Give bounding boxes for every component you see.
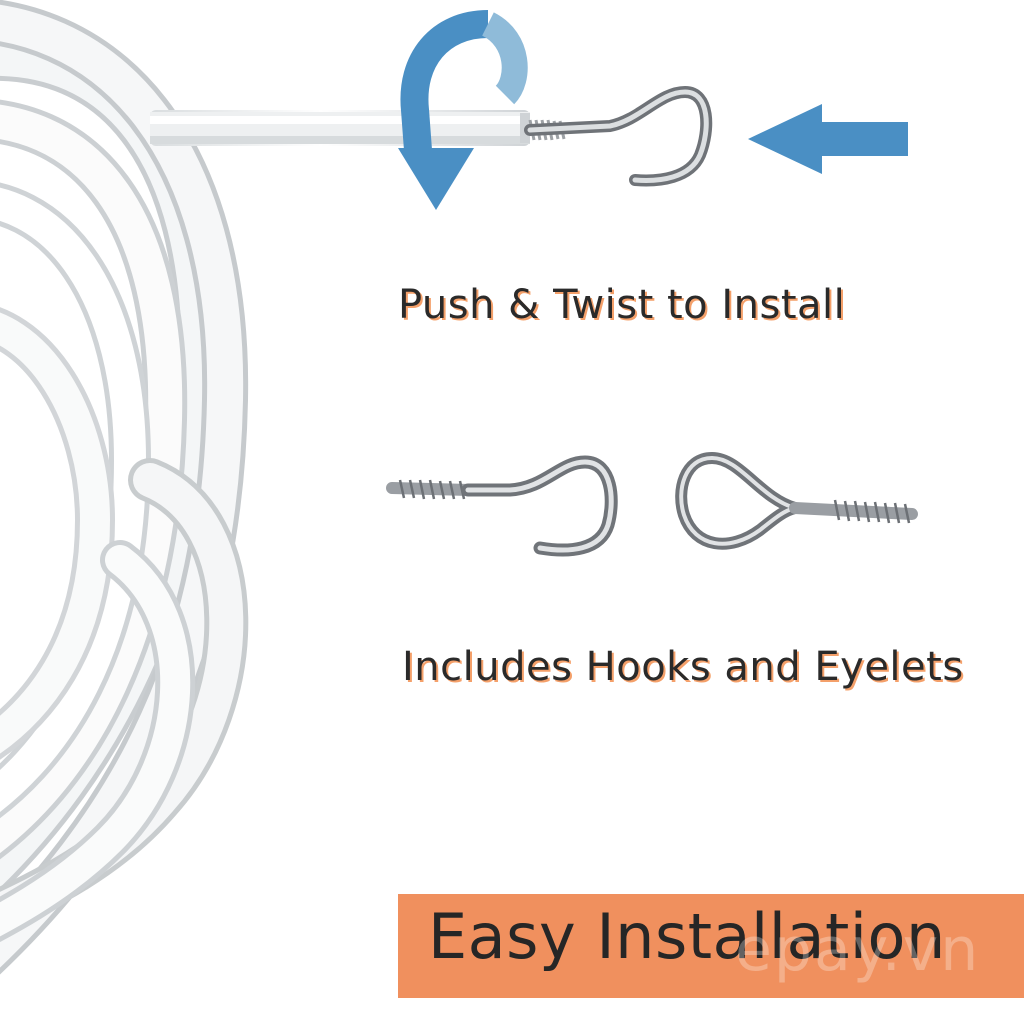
cable-end	[150, 110, 530, 146]
banner-background	[398, 894, 1024, 998]
left-arrow-icon	[748, 104, 908, 174]
banner-title: Easy Installation	[428, 900, 946, 973]
install-caption: Push & Twist to Install	[398, 282, 846, 328]
installed-hook	[524, 85, 713, 187]
coiled-cable	[0, 0, 249, 975]
rotate-arrow-icon	[398, 10, 528, 210]
includes-caption: Includes Hooks and Eyelets	[402, 644, 964, 690]
screw-hook	[386, 455, 618, 557]
watermark-text: epay.vn	[735, 915, 981, 985]
screw-eyelet	[675, 452, 918, 550]
